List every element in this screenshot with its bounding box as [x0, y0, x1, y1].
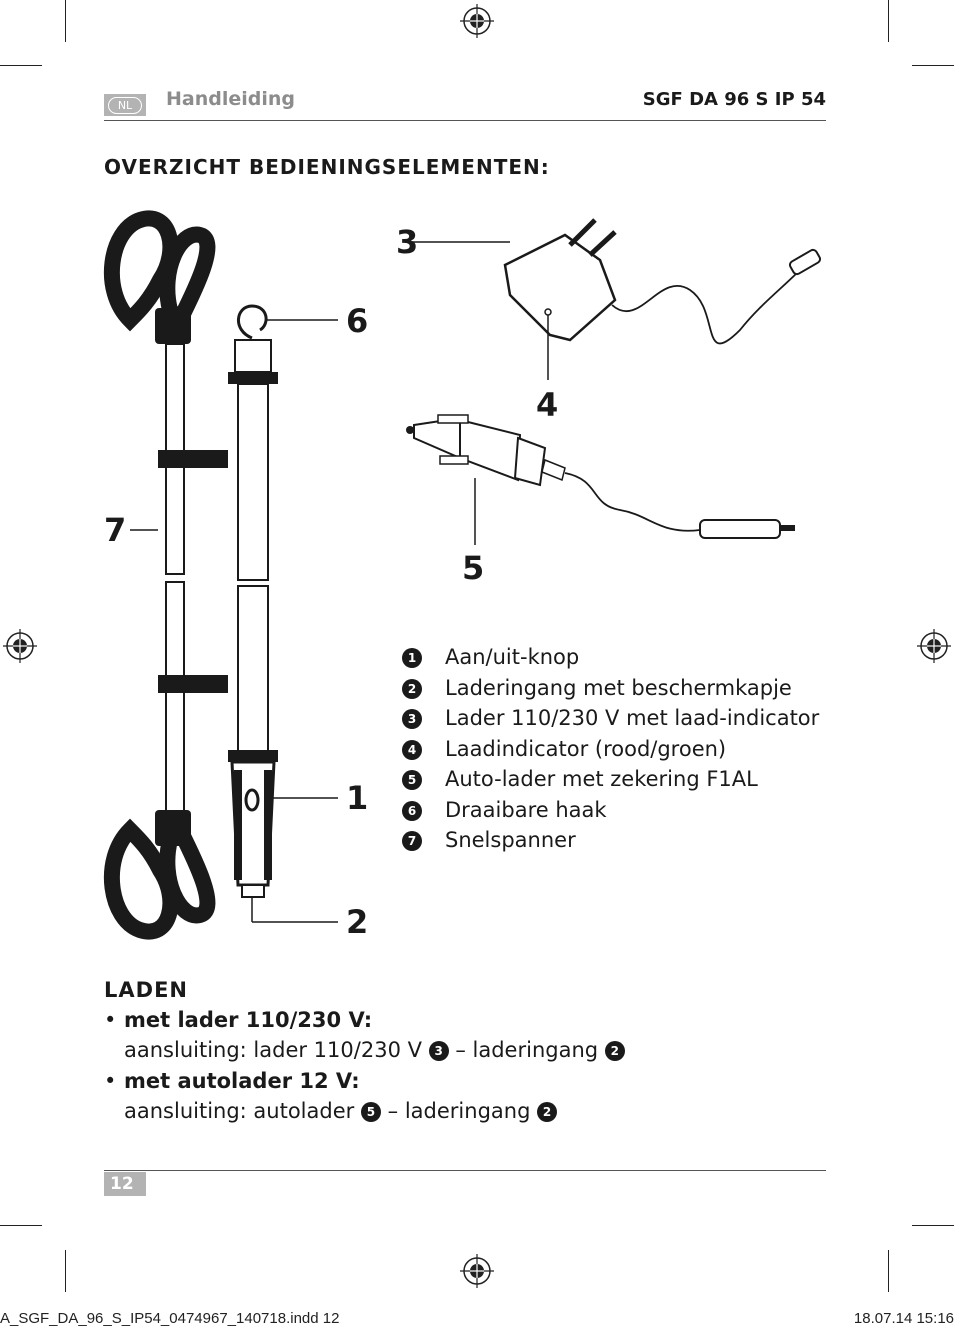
laden-item-label: met autolader 12 V:	[124, 1069, 360, 1093]
print-slug-file: A_SGF_DA_96_S_IP54_0474967_140718.indd 1…	[0, 1310, 340, 1327]
registration-mark-icon	[3, 629, 37, 663]
header-rule	[104, 120, 826, 121]
legend-text: Lader 110/230 V met laad-indicator	[445, 706, 820, 730]
callout-number: 3	[396, 223, 419, 261]
legend-text: Auto-lader met zekering F1AL	[445, 767, 758, 791]
legend-text: Laderingang met beschermkapje	[445, 675, 792, 700]
registration-mark-icon	[460, 1254, 494, 1288]
footer-rule	[104, 1170, 826, 1171]
page-number: 12	[104, 1172, 146, 1196]
laden-item-desc: aansluiting: lader 110/230 V 3 – laderin…	[124, 1038, 625, 1062]
callout-number: 1	[346, 779, 369, 817]
legend-number: 2	[402, 678, 422, 699]
crop-mark	[0, 1225, 42, 1226]
legend-text: Laadindicator (rood/groen)	[445, 736, 727, 761]
crop-mark	[888, 1250, 889, 1292]
legend-number: 5	[402, 770, 422, 790]
laden-item-desc: aansluiting: autolader 5 – laderingang 2	[124, 1099, 558, 1123]
legend-item: 4 Laadindicator (rood/groen)	[402, 734, 842, 765]
bullet-dot: •	[104, 1069, 117, 1093]
laden-title: LADEN	[104, 978, 188, 1002]
legend-number: 1	[402, 648, 422, 668]
crop-mark	[912, 65, 954, 66]
crop-mark	[888, 0, 889, 42]
ref-number: 3	[428, 1041, 449, 1061]
legend-number: 4	[402, 739, 422, 760]
callout-number: 6	[346, 302, 369, 340]
legend-item: 6 Draaibare haak	[402, 795, 842, 826]
legend-number: 6	[402, 800, 422, 821]
registration-mark-icon	[460, 4, 494, 38]
registration-mark-icon	[917, 629, 951, 663]
legend-text: Snelspanner	[445, 828, 576, 852]
crop-mark	[912, 1225, 954, 1226]
crop-mark	[65, 0, 66, 42]
product-illustration	[103, 210, 822, 940]
ref-number: 2	[537, 1102, 558, 1122]
section-title: OVERZICHT BEDIENINGSELEMENTEN:	[104, 155, 550, 179]
quick-strap-illustration	[103, 210, 228, 940]
ref-number: 5	[360, 1102, 381, 1122]
legend-number: 7	[402, 831, 422, 851]
component-legend: 1 Aan/uit-knop 2 Laderingang met beschermk…	[402, 642, 842, 856]
header-title: Handleiding	[166, 88, 296, 110]
legend-number: 3	[402, 709, 422, 729]
legend-item: 7 Snelspanner	[402, 825, 842, 856]
callout-number: 7	[104, 511, 127, 549]
print-slug-date: 18.07.14 15:16	[853, 1310, 954, 1327]
legend-item: 3 Lader 110/230 V met laad-indicator	[402, 703, 842, 734]
legend-text: Draaibare haak	[445, 797, 607, 822]
crop-mark	[65, 1250, 66, 1292]
callout-number: 2	[346, 903, 369, 941]
laden-item-label: met lader 110/230 V:	[124, 1008, 373, 1032]
header-model: SGF DA 96 S IP 54	[642, 89, 826, 110]
legend-text: Aan/uit-knop	[445, 645, 580, 669]
work-lamp-illustration	[228, 304, 338, 923]
legend-item: 2 Laderingang met beschermkapje	[402, 673, 842, 704]
callout-number: 5	[462, 549, 485, 587]
bullet-dot: •	[104, 1008, 117, 1032]
car-charger-illustration	[406, 414, 795, 545]
callout-number: 4	[536, 386, 559, 424]
crop-mark	[0, 65, 42, 66]
mains-charger-illustration	[410, 218, 822, 380]
ref-number: 2	[604, 1041, 625, 1061]
legend-item: 1 Aan/uit-knop	[402, 642, 842, 673]
legend-item: 5 Auto-lader met zekering F1AL	[402, 764, 842, 795]
language-badge: NL	[104, 94, 146, 116]
